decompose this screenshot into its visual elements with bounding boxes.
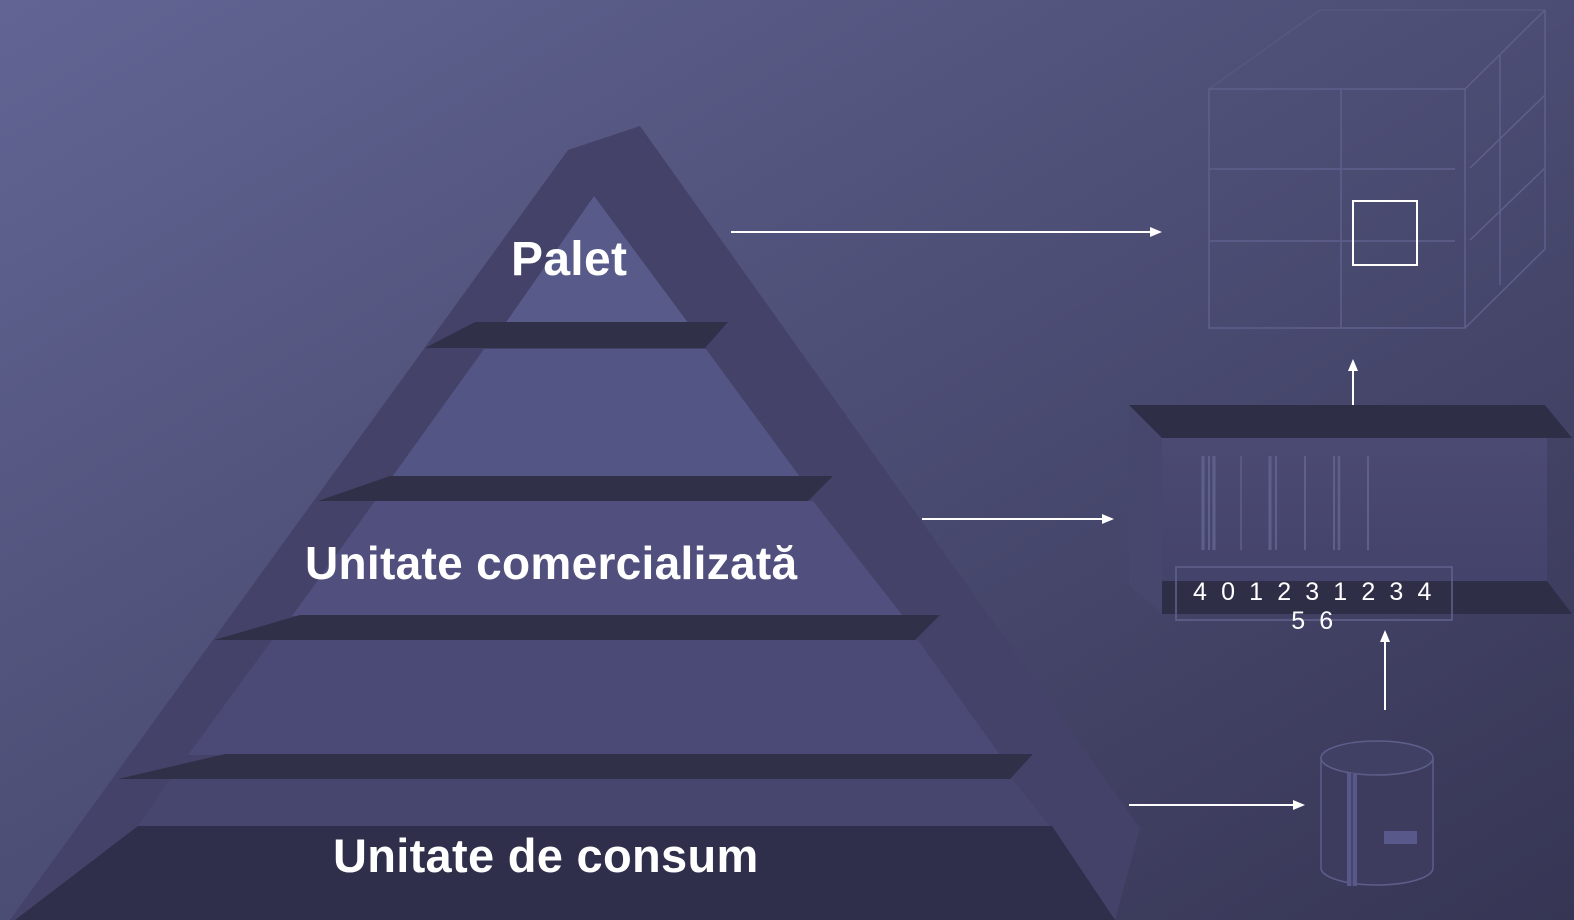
pallet-marker-square xyxy=(1352,200,1418,266)
pyramid-face-level-4 xyxy=(188,640,1000,755)
pyramid-shelf-1 xyxy=(425,322,728,348)
pyramid-base xyxy=(15,826,1115,920)
barcode-bars xyxy=(1201,456,1369,550)
level-label-consumer-unit: Unitate de consum xyxy=(333,829,759,882)
level-label-pallet: Palet xyxy=(511,233,628,286)
level-label-trade-unit: Unitate comercializată xyxy=(305,537,798,589)
pyramid-face-level-2 xyxy=(392,349,800,477)
barcode-number: 4 0 1 2 3 1 2 3 4 5 6 xyxy=(1193,578,1435,635)
pyramid-face-level-5 xyxy=(138,779,1050,826)
consumer-unit-can-icon xyxy=(1320,740,1434,886)
pyramid-face-level-3 xyxy=(292,501,903,616)
pyramid-shelf-3 xyxy=(214,615,940,640)
pyramid-shelf-2 xyxy=(318,476,833,501)
pyramid-face-top xyxy=(475,196,689,324)
pyramid-shelf-4 xyxy=(118,754,1033,779)
pallet-icon xyxy=(1208,9,1546,329)
pyramid xyxy=(10,126,1140,920)
trade-unit-box-icon xyxy=(1129,405,1572,621)
